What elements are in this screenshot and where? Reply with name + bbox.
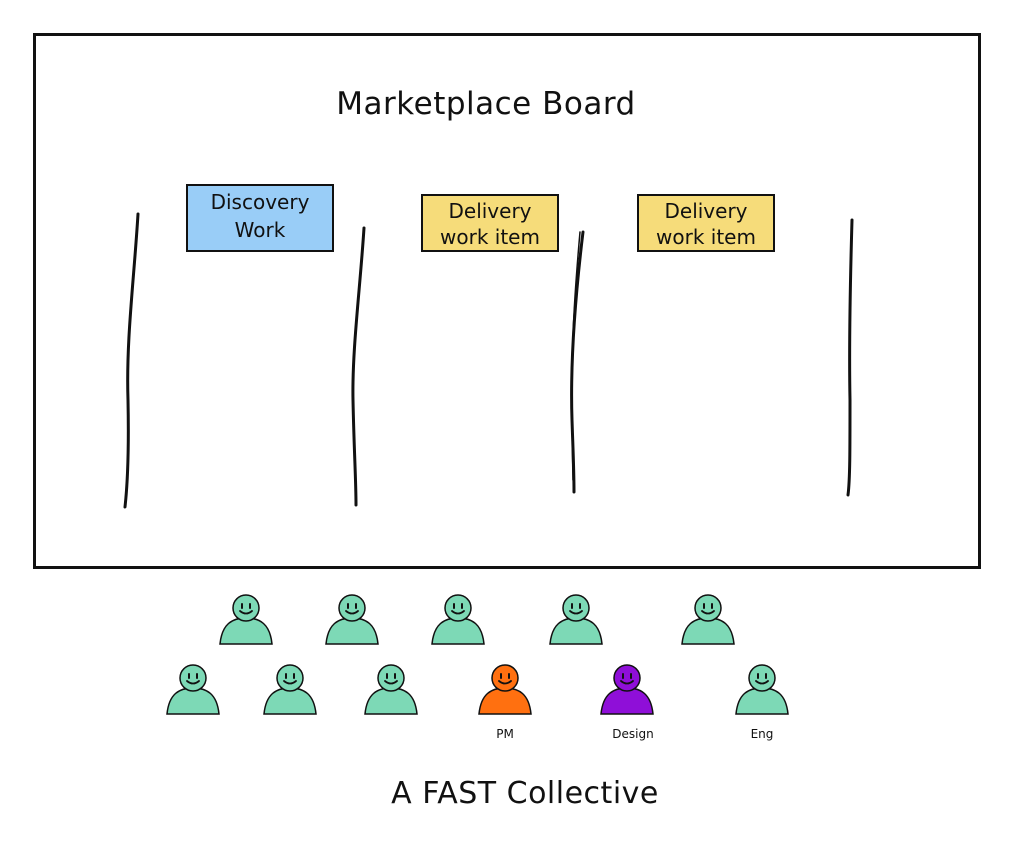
eng-label: Eng: [750, 727, 774, 741]
team-member-icon: [549, 594, 603, 645]
design-label: Design: [612, 727, 654, 741]
card-line-1: Delivery: [664, 199, 748, 223]
column-divider-4: [846, 218, 854, 497]
pm-person-icon: [478, 664, 532, 715]
team-member-icon: [681, 594, 735, 645]
column-divider-3b: [571, 231, 581, 481]
team-member-icon: [431, 594, 485, 645]
delivery-work-item-card-1: Delivery work item: [421, 194, 559, 252]
marketplace-board: Marketplace Board Discovery Work Deliver…: [33, 33, 981, 569]
team-member-icon: [219, 594, 273, 645]
card-line-1: Delivery: [448, 199, 532, 223]
card-line-1: Discovery: [210, 190, 310, 214]
team-member-icon: [263, 664, 317, 715]
card-line-2: Work: [234, 218, 286, 242]
board-title: Marketplace Board: [336, 86, 636, 122]
design-person-icon: [600, 664, 654, 715]
discovery-work-card: Discovery Work: [186, 184, 334, 252]
team-members: [166, 594, 789, 715]
column-divider-1: [123, 212, 140, 509]
delivery-work-item-card-2: Delivery work item: [637, 194, 775, 252]
pm-label: PM: [496, 727, 514, 741]
team-member-icon: [166, 664, 220, 715]
card-line-2: work item: [656, 225, 756, 249]
team-member-icon: [325, 594, 379, 645]
team-member-icon: [364, 664, 418, 715]
column-divider-2: [351, 226, 366, 507]
eng-person-icon: [735, 664, 789, 715]
footer-title: A FAST Collective: [391, 776, 659, 811]
card-line-2: work item: [440, 225, 540, 249]
